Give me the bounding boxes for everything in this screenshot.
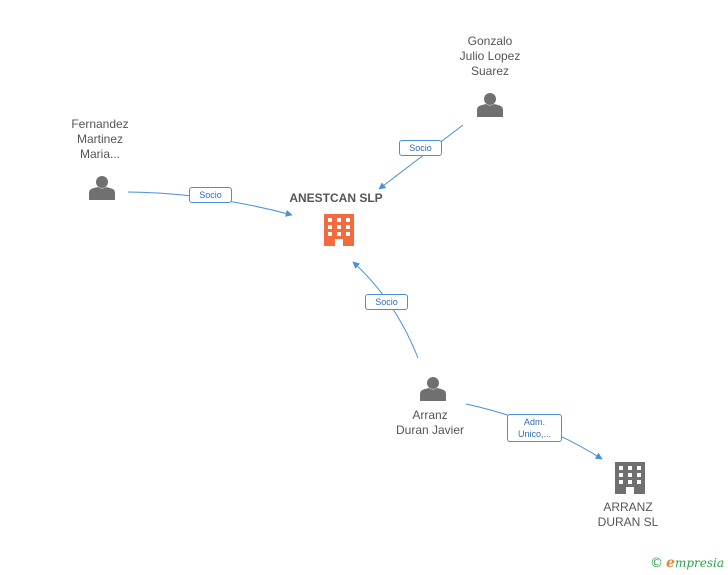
edge-label-line: Unico,... — [517, 429, 551, 439]
node-label-line: Julio Lopez — [459, 49, 521, 63]
node-label-line: Maria... — [79, 147, 120, 161]
edge-label-line: Socio — [409, 143, 432, 153]
node-label-fernandez[interactable]: Fernandez Martinez Maria... — [50, 117, 150, 162]
node-label-line: DURAN SL — [597, 515, 659, 529]
person-icon[interactable] — [89, 176, 115, 200]
edge-label-arranz-adm[interactable]: Adm. Unico,... — [507, 414, 562, 442]
edge-label-arranz-socio[interactable]: Socio — [365, 294, 408, 310]
node-label-line: Martinez — [76, 132, 123, 146]
node-label-anestcan[interactable]: ANESTCAN SLP — [276, 191, 396, 206]
node-label-line: Duran Javier — [395, 423, 465, 437]
node-label-arranz-sl[interactable]: ARRANZ DURAN SL — [578, 500, 678, 530]
edge-label-line: Socio — [375, 297, 398, 307]
edge-label-fernandez-socio[interactable]: Socio — [189, 187, 232, 203]
node-label-gonzalo[interactable]: Gonzalo Julio Lopez Suarez — [440, 34, 540, 79]
edge-label-line: Socio — [199, 190, 222, 200]
edge-arranz-anestcan — [352, 261, 419, 359]
brand-initial: e — [666, 555, 675, 571]
brand-logo: ©empresia — [650, 555, 724, 571]
node-label-line: Suarez — [470, 64, 510, 78]
node-label-line: Gonzalo — [467, 34, 513, 48]
building-icon[interactable] — [324, 214, 354, 246]
copyright-icon: © — [650, 556, 664, 571]
node-label-line: ARRANZ — [603, 500, 653, 514]
person-icon[interactable] — [477, 93, 503, 117]
node-label-line: Arranz — [412, 408, 448, 422]
node-label-arranz-javier[interactable]: Arranz Duran Javier — [380, 408, 480, 438]
person-icon[interactable] — [420, 377, 446, 401]
node-label-line: ANESTCAN SLP — [289, 191, 383, 205]
brand-name: mpresia — [674, 556, 724, 570]
building-icon[interactable] — [615, 462, 645, 494]
edge-label-line: Adm. — [523, 417, 545, 427]
node-label-line: Fernandez — [71, 117, 129, 131]
edge-label-gonzalo-socio[interactable]: Socio — [399, 140, 442, 156]
edge-gonzalo-anestcan — [378, 124, 464, 190]
